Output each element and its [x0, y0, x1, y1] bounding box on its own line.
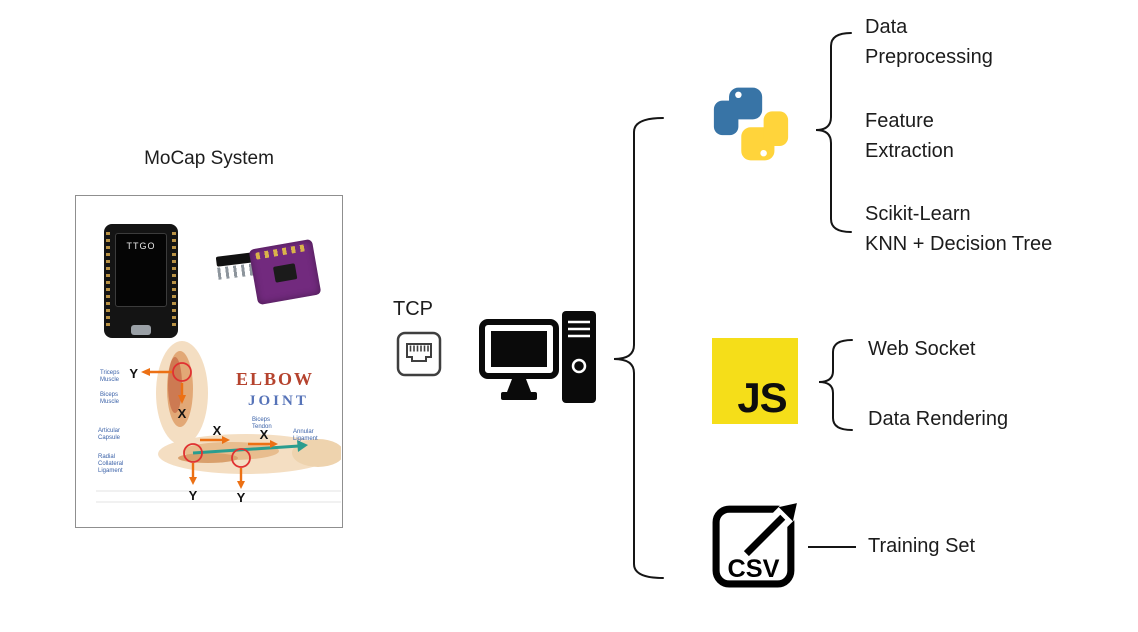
elbow-word: ELBOW — [236, 369, 314, 389]
board-pins-right — [172, 232, 176, 330]
label-web-socket: Web Socket — [868, 338, 976, 360]
anatomy-annotation: Biceps Tendon — [252, 417, 272, 430]
mocap-system-title: MoCap System — [144, 148, 274, 169]
anatomy-annotation: Articular Capsule — [98, 428, 121, 441]
joint-word: JOINT — [248, 393, 309, 409]
board-pins-left — [106, 232, 110, 330]
sensor-chip — [272, 263, 298, 283]
axis-label-y-bottom1: Y — [189, 488, 198, 503]
axis-label-y-top: Y — [129, 366, 138, 381]
forearm-tendon — [178, 453, 238, 463]
axis-label-x-mid2: X — [260, 427, 269, 442]
javascript-logo: JS — [712, 338, 798, 424]
tcp-label: TCP — [393, 298, 433, 320]
sensor-pin-holes — [255, 243, 308, 260]
imu-sensor-board — [248, 238, 322, 306]
monitor-icon — [479, 319, 559, 400]
ethernet-icon — [396, 331, 442, 377]
python-blue-snake — [713, 87, 763, 136]
forearm-axis-arrowhead — [297, 440, 308, 452]
main-brace — [613, 117, 664, 579]
ttgo-label: TTGO — [126, 241, 156, 251]
marker-circle-elbow — [183, 443, 203, 463]
python-brace — [815, 32, 852, 233]
axis-arrows — [148, 370, 272, 483]
mocap-system-box: TTGO — [75, 195, 343, 528]
csv-icon-text: CSV — [728, 555, 780, 583]
anatomy-annotation: Radial Collateral Ligament — [98, 454, 124, 474]
label-scikit-learn: Scikit-Learn KNN + Decision Tree — [865, 203, 1053, 255]
anatomy-annotation: Triceps Muscle — [100, 370, 120, 383]
label-feature-extraction: Feature Extraction — [865, 110, 954, 162]
axis-label-x-mid1: X — [213, 423, 222, 438]
anatomy-annotation: Biceps Muscle — [100, 392, 120, 405]
marker-circle-shoulder — [172, 362, 192, 382]
anatomy-annotation: Annular Ligament — [293, 429, 318, 442]
axis-label-y-bottom2: Y — [237, 490, 246, 505]
javascript-logo-text: JS — [737, 374, 787, 421]
label-training-set: Training Set — [868, 535, 976, 557]
python-yellow-snake — [741, 111, 789, 161]
ttgo-screen: TTGO — [115, 233, 167, 307]
axis-arrowheads — [141, 368, 278, 489]
usb-connector — [131, 325, 151, 335]
axis-label-x-top: X — [178, 406, 187, 421]
label-data-preprocessing: Data Preprocessing — [865, 16, 993, 68]
elbow-joint-illustration: Y X X X Y Y ELBOW JOINT — [96, 341, 341, 505]
ttgo-board: TTGO — [104, 224, 178, 338]
js-brace — [818, 339, 853, 431]
python-logo — [713, 87, 789, 161]
computer-tower-icon — [562, 311, 596, 403]
label-data-rendering: Data Rendering — [868, 408, 1009, 430]
marker-circle-wrist — [231, 448, 251, 468]
csv-export-icon: CSV — [712, 497, 803, 588]
